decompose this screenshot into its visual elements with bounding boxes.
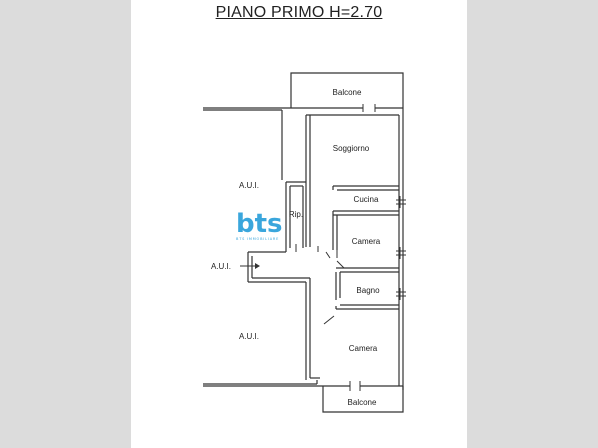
label-aui-bottom: A.U.I. [239,332,259,341]
camera-bagno-walls [335,267,399,310]
label-cucina: Cucina [354,195,379,204]
plan-title: PIANO PRIMO H=2.70 [215,4,383,21]
label-camera-2: Camera [349,344,378,353]
svg-text:bts: bts [236,209,283,239]
label-balcone-top: Balcone [333,88,362,97]
cucina-walls [332,185,399,250]
openings [295,104,406,391]
label-balcone-bottom: Balcone [348,398,377,407]
label-camera-1: Camera [352,237,381,246]
label-rip: Rip. [289,210,303,219]
svg-text:BTS IMMOBILIARE: BTS IMMOBILIARE [236,237,279,241]
label-soggiorno: Soggiorno [333,144,370,153]
balcone-top-outline [290,72,404,109]
drawing-sheet [131,0,467,448]
entrance-arrow [240,263,260,269]
balcone-bottom-outline [322,385,404,413]
bts-logo: bts BTS IMMOBILIARE [236,209,283,241]
label-bagno: Bagno [356,286,380,295]
label-aui-entrance: A.U.I. [211,262,231,271]
label-aui-top: A.U.I. [239,181,259,190]
